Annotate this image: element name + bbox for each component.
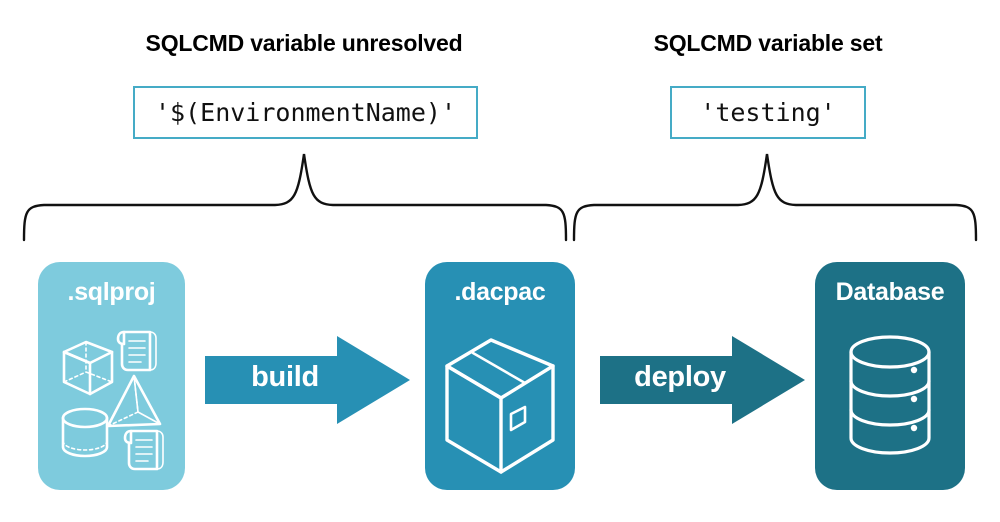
arrow-build-label: build — [251, 361, 319, 393]
heading-sqlcmd-variable-set: SQLCMD variable set — [653, 30, 883, 56]
package-box-icon — [445, 338, 555, 474]
database-artwork — [849, 335, 931, 455]
stage-label-database: Database — [835, 278, 945, 306]
database-cylinder-icon — [849, 335, 931, 455]
cylinder-wireframe-icon — [61, 407, 109, 458]
heading-sqlcmd-variable-unresolved: SQLCMD variable unresolved — [145, 30, 463, 56]
cube-wireframe-icon — [62, 340, 114, 396]
scroll-icon — [123, 429, 164, 471]
stage-label-sqlproj: .sqlproj — [67, 278, 156, 306]
dacpac-artwork — [445, 338, 555, 474]
pyramid-wireframe-icon — [106, 374, 162, 428]
arrow-deploy — [600, 336, 805, 424]
stage-label-dacpac: .dacpac — [454, 278, 546, 306]
arrow-build — [205, 336, 410, 424]
sqlproj-artwork — [61, 330, 164, 471]
scroll-icon — [116, 330, 157, 372]
stage-box-sqlproj: .sqlproj — [38, 262, 185, 490]
brace-left — [22, 153, 568, 242]
brace-right — [572, 153, 978, 242]
code-box-testing: 'testing' — [670, 86, 866, 139]
code-box-environment-name: '$(EnvironmentName)' — [133, 86, 478, 139]
stage-box-database: Database — [815, 262, 965, 490]
stage-box-dacpac: .dacpac — [425, 262, 575, 490]
arrow-deploy-label: deploy — [634, 361, 726, 393]
